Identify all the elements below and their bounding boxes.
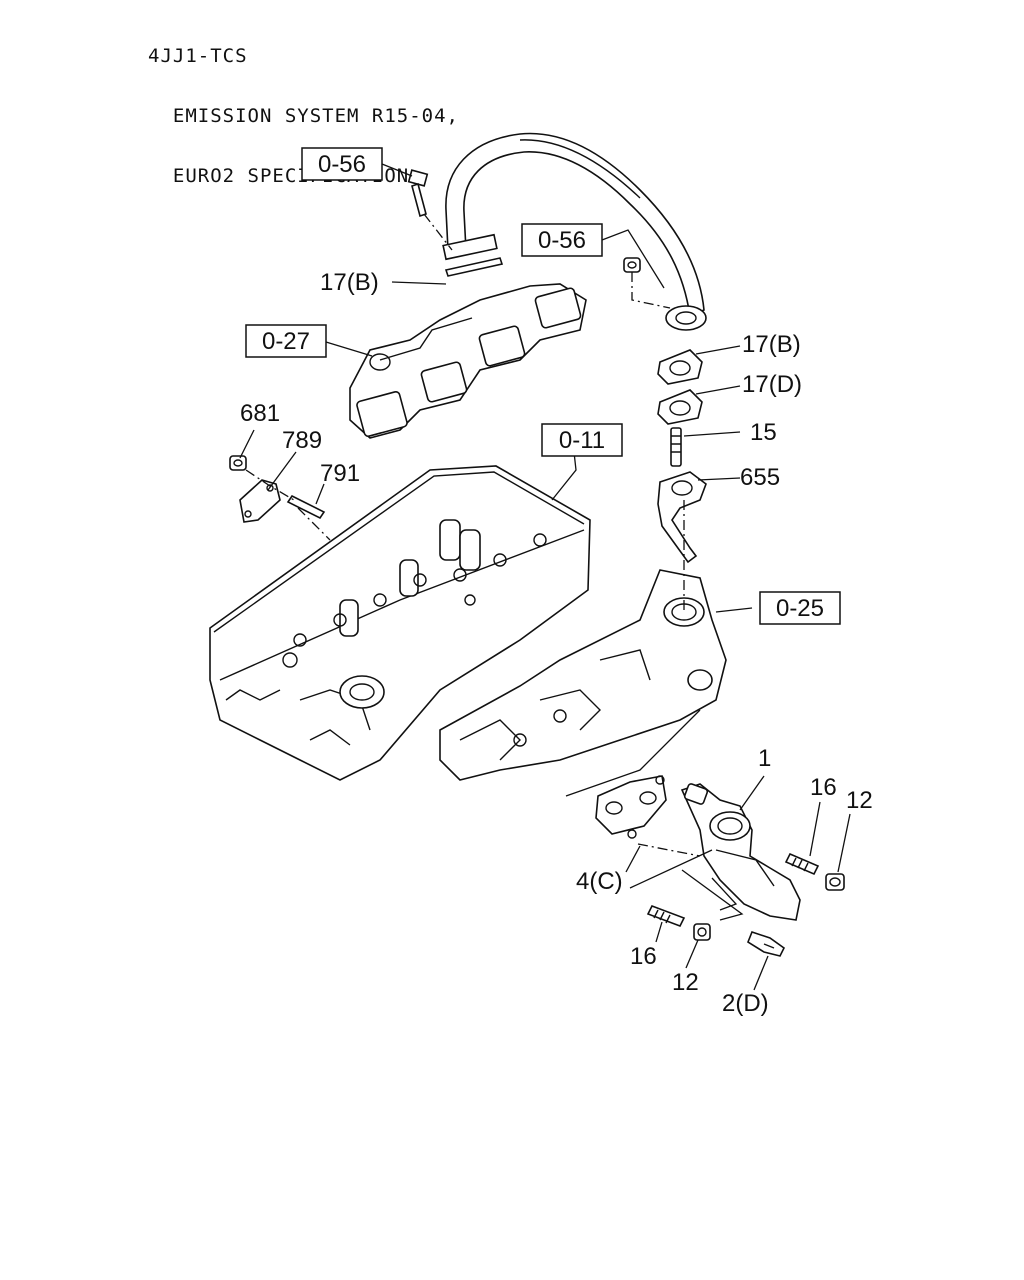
bolt-16-left (646, 904, 686, 928)
label-16-right: 16 (810, 774, 837, 801)
nut-12-right (825, 873, 845, 891)
stud-15 (670, 427, 682, 467)
label-15: 15 (750, 419, 777, 446)
nut-12-left (693, 923, 711, 941)
label-2d: 2(D) (722, 990, 769, 1017)
header-system: EMISSION SYSTEM R15-04, (148, 105, 459, 127)
ref-0-27-text: 0-27 (262, 328, 310, 355)
gasket-4c (595, 775, 667, 839)
label-655: 655 (740, 464, 780, 491)
label-17d: 17(D) (742, 371, 802, 398)
bolt-16-right (784, 852, 820, 876)
stud-791 (245, 469, 331, 541)
label-17b-left: 17(B) (320, 269, 379, 296)
pipe-nut (623, 257, 671, 309)
intake-manifold (439, 569, 727, 781)
ref-box-0-25[interactable]: 0-25 (759, 591, 841, 625)
cylinder-head (209, 465, 591, 781)
pipe-bolt (407, 169, 453, 251)
label-681: 681 (240, 400, 280, 427)
gasket-17b-left (444, 257, 504, 277)
header-model: 4JJ1-TCS (148, 45, 248, 67)
label-17b-right: 17(B) (742, 331, 801, 358)
label-12-left: 12 (672, 969, 699, 996)
ref-box-0-11[interactable]: 0-11 (541, 423, 623, 457)
nut-681 (229, 455, 247, 471)
ref-0-11-text: 0-11 (559, 427, 605, 454)
ref-0-56-mid-text: 0-56 (538, 227, 586, 254)
label-12-right: 12 (846, 787, 873, 814)
label-16-left: 16 (630, 943, 657, 970)
egr-pipe (442, 132, 707, 331)
label-791: 791 (320, 460, 360, 487)
ref-box-0-56-mid[interactable]: 0-56 (521, 223, 603, 257)
ref-box-0-27[interactable]: 0-27 (245, 324, 327, 358)
ref-0-56-top-text: 0-56 (318, 151, 366, 178)
egr-valve-1 (680, 783, 801, 921)
label-789: 789 (282, 427, 322, 454)
gasket-17d (657, 389, 703, 425)
ref-0-25-text: 0-25 (776, 595, 824, 622)
exhaust-manifold (349, 283, 587, 439)
ref-box-0-56-top[interactable]: 0-56 (301, 147, 383, 181)
cover-plate-789 (239, 479, 281, 523)
label-1: 1 (758, 745, 771, 772)
bolt-2d (747, 931, 786, 957)
leader-lines (239, 163, 851, 991)
label-4c: 4(C) (576, 868, 623, 895)
gasket-17b-right (657, 349, 703, 385)
egr-pipe-655 (657, 471, 707, 610)
